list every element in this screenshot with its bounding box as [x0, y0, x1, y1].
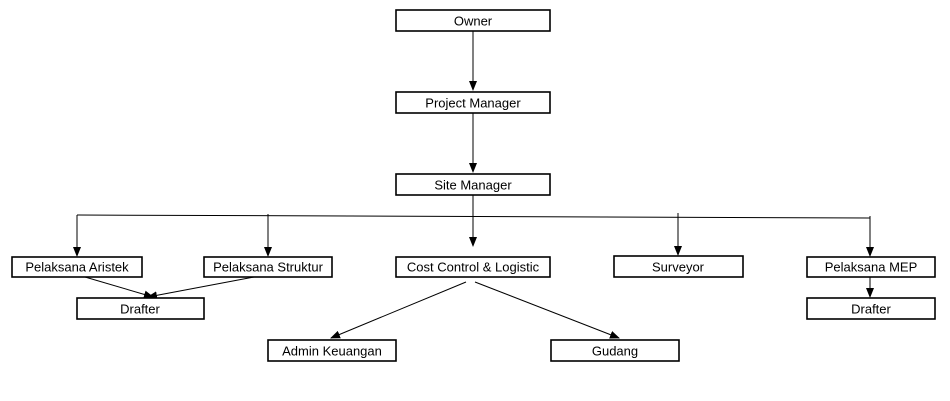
node-gudang-label: Gudang: [592, 344, 638, 359]
node-pelaksana-aristek: Pelaksana Aristek: [11, 256, 143, 278]
node-drafter-right: Drafter: [806, 297, 936, 320]
node-pelaksana-aristek-label: Pelaksana Aristek: [25, 260, 129, 275]
node-drafter-right-label: Drafter: [851, 302, 891, 317]
node-pelaksana-struktur-label: Pelaksana Struktur: [213, 260, 324, 275]
node-site-manager-label: Site Manager: [434, 178, 512, 193]
edge-cost-control-to-gudang: [474, 281, 620, 339]
node-admin-keuangan-label: Admin Keuangan: [282, 344, 382, 359]
node-drafter-left: Drafter: [76, 297, 205, 320]
node-pelaksana-struktur: Pelaksana Struktur: [203, 256, 333, 278]
node-project-manager-label: Project Manager: [425, 96, 521, 111]
edge-struktur-to-drafter: [147, 276, 255, 300]
node-owner-label: Owner: [454, 14, 493, 29]
connectors: [73, 31, 874, 339]
node-cost-control-label: Cost Control & Logistic: [407, 260, 540, 275]
edge-aristek-to-drafter: [84, 276, 154, 299]
node-surveyor-label: Surveyor: [652, 260, 705, 275]
edge-cost-control-to-admin-keuangan: [330, 281, 467, 339]
edge-horizontal-bus: [76, 214, 871, 219]
node-pelaksana-mep-label: Pelaksana MEP: [825, 260, 918, 275]
node-owner: Owner: [395, 9, 551, 32]
node-pelaksana-mep: Pelaksana MEP: [806, 256, 936, 278]
node-gudang: Gudang: [550, 339, 680, 362]
node-admin-keuangan: Admin Keuangan: [267, 339, 397, 362]
node-cost-control: Cost Control & Logistic: [395, 256, 551, 278]
node-surveyor: Surveyor: [613, 255, 744, 278]
node-site-manager: Site Manager: [395, 173, 551, 196]
node-project-manager: Project Manager: [395, 91, 551, 114]
node-drafter-left-label: Drafter: [120, 302, 160, 317]
